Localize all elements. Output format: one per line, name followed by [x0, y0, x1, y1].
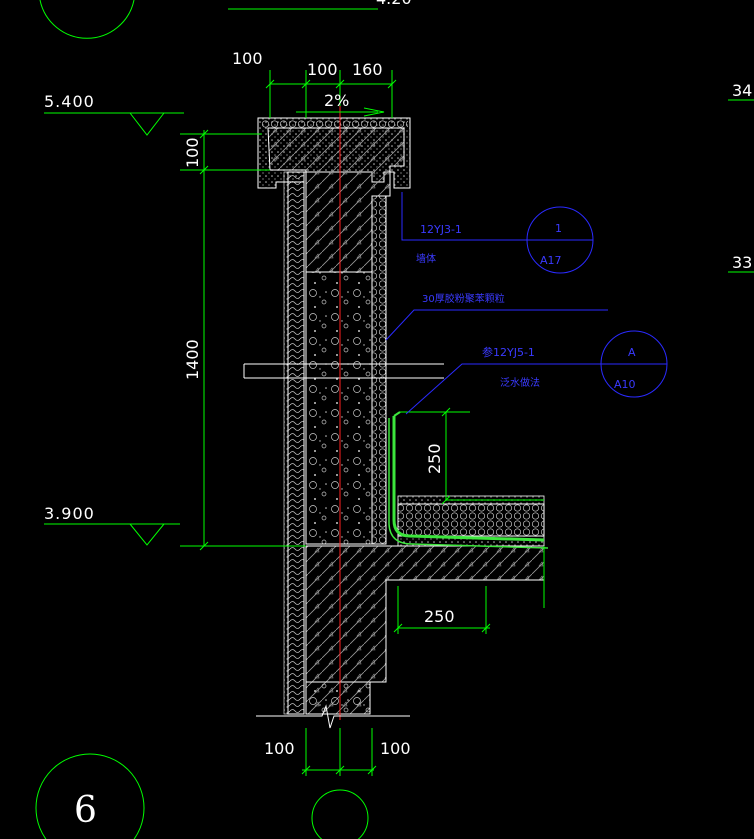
dimension-lines: [180, 70, 545, 776]
parapet-section: [243, 106, 549, 729]
dim-bottom-left: 100: [264, 739, 295, 758]
level-mark-5400: 5.400: [44, 92, 184, 136]
callout-2-note: 30厚胶粉聚苯颗粒: [422, 292, 505, 305]
dim-overhang: 250: [424, 607, 455, 626]
dim-vertical-cap: 100: [183, 137, 202, 168]
dim-bottom-right: 100: [380, 739, 411, 758]
callout-3: 参12YJ5-1 泛水做法 A A10: [405, 330, 668, 415]
callout-1-symbol-bottom: A17: [540, 254, 562, 267]
dim-vertical-main: 1400: [183, 339, 202, 380]
callout-3-note: 泛水做法: [500, 376, 540, 389]
right-edge-label-b: 33: [732, 253, 752, 272]
right-edge-label-a: 34: [732, 81, 752, 100]
roof-insulation-layer: [397, 503, 545, 537]
dim-top-left: 100: [232, 49, 263, 68]
callout-3-symbol-bottom: A10: [614, 378, 636, 391]
callout-2: 30厚胶粉聚苯颗粒: [385, 292, 608, 341]
callout-1: 12YJ3-1 墙体 1 A17: [401, 192, 594, 274]
callout-3-ref: 参12YJ5-1: [482, 345, 535, 359]
level-text-bottom: 3.900: [44, 504, 95, 523]
waterproof-membrane: [392, 416, 545, 542]
dim-top-mid: 100: [307, 60, 338, 79]
callout-1-note: 墙体: [416, 252, 436, 265]
dim-top-right: 160: [352, 60, 383, 79]
slope-label: 2%: [324, 91, 349, 110]
grid-circle-top: [39, 0, 135, 39]
callout-1-symbol-top: 1: [555, 222, 562, 235]
interior-insulation: [371, 195, 387, 545]
level-mark-3900: 3.900: [44, 504, 180, 546]
level-text-top: 5.400: [44, 92, 95, 111]
callout-3-symbol-top: A: [628, 346, 636, 359]
wall-lightweight-block: [305, 271, 373, 545]
exterior-insulation: [287, 171, 305, 715]
callout-1-ref: 12YJ3-1: [420, 223, 462, 236]
grid-bubble-bottom: [311, 789, 369, 839]
break-mark: [256, 704, 410, 729]
dim-upturn: 250: [425, 443, 444, 474]
grid-bubble-left-label: 6: [74, 790, 97, 831]
grid-bubble-left: [35, 753, 145, 839]
top-cut-label: 4.20: [376, 0, 412, 8]
